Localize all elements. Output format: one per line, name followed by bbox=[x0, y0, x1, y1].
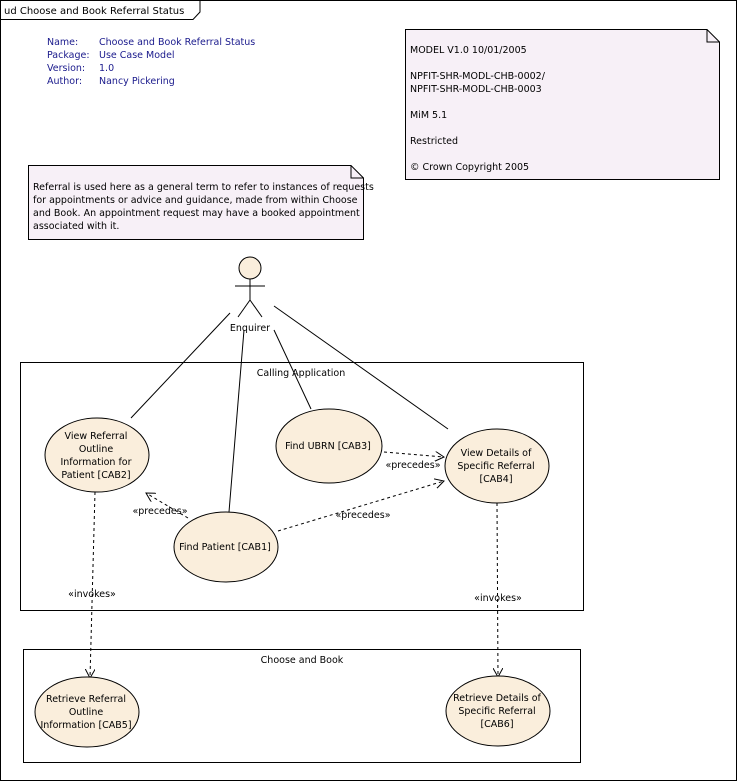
referral-note-line: for appointments or advice and guidance,… bbox=[33, 195, 358, 206]
stereotype-invokes-label: «invokes» bbox=[68, 589, 116, 600]
use-case-retrieve-referral-outline[interactable]: Retrieve Referral Outline Information [C… bbox=[34, 676, 140, 748]
use-case-label-line: Find Patient [CAB1] bbox=[179, 542, 271, 553]
model-note-line: MiM 5.1 bbox=[410, 110, 447, 121]
model-note-shape bbox=[405, 29, 720, 180]
stereotype-invokes-label: «invokes» bbox=[474, 593, 522, 604]
actor-leg-left bbox=[237, 299, 251, 318]
referral-note-line: associated with it. bbox=[33, 221, 119, 232]
use-case-ellipse bbox=[445, 675, 551, 747]
use-case-ellipse bbox=[275, 408, 383, 484]
meta-value-name: Choose and Book Referral Status bbox=[99, 37, 255, 48]
meta-value-author: Nancy Pickering bbox=[99, 76, 175, 87]
use-case-view-referral-outline[interactable]: View Referral Outline Information for Pa… bbox=[44, 417, 150, 493]
referral-note-line: Referral is used here as a general term … bbox=[33, 182, 374, 193]
precedes-find-patient-to-view-details bbox=[277, 481, 444, 532]
frame-title-tab bbox=[0, 0, 201, 20]
model-note-fold bbox=[706, 29, 720, 43]
meta-label-version: Version: bbox=[47, 63, 85, 74]
referral-note-line: and Book. An appointment request may hav… bbox=[33, 208, 360, 219]
precedes-find-patient-to-view-outline bbox=[146, 493, 189, 519]
actor-leg-right bbox=[249, 299, 263, 318]
stereotype-precedes-label: «precedes» bbox=[385, 460, 440, 471]
association-enquirer-view-details bbox=[273, 305, 449, 430]
metadata-block: Name: Package: Version: Author: Choose a… bbox=[47, 37, 255, 87]
use-case-ellipse bbox=[173, 511, 279, 583]
association-enquirer-view-outline bbox=[130, 312, 231, 419]
use-case-view-details-specific-referral[interactable]: View Details of Specific Referral [CAB4] bbox=[444, 428, 550, 504]
use-case-label-line: [CAB4] bbox=[479, 474, 512, 485]
model-note-line: MODEL V1.0 10/01/2005 bbox=[410, 45, 527, 56]
stereotype-precedes-label: «precedes» bbox=[335, 510, 390, 521]
use-case-label-line: Outline bbox=[79, 444, 114, 455]
actor-name: Enquirer bbox=[230, 323, 270, 334]
meta-label-package: Package: bbox=[47, 50, 90, 61]
actor-head bbox=[238, 256, 262, 280]
use-case-label-line: Information for bbox=[60, 457, 131, 468]
stereotype-precedes-label: «precedes» bbox=[132, 506, 187, 517]
use-case-label-line: Patient [CAB2] bbox=[61, 470, 130, 481]
model-note-line: © Crown Copyright 2005 bbox=[410, 162, 529, 173]
model-note: MODEL V1.0 10/01/2005 NPFIT-SHR-MODL-CHB… bbox=[405, 29, 720, 180]
invokes-view-details-to-retrieve-details bbox=[497, 502, 498, 677]
boundary-choose-and-book-label: Choose and Book bbox=[261, 655, 344, 666]
invokes-view-outline-to-retrieve-outline bbox=[90, 491, 96, 678]
frame-title: ud Choose and Book Referral Status bbox=[4, 6, 184, 17]
use-case-label-line: [CAB6] bbox=[480, 719, 513, 730]
use-case-label-line: Retrieve Details of bbox=[453, 693, 541, 704]
referral-note-fold bbox=[350, 165, 364, 179]
meta-label-author: Author: bbox=[47, 76, 82, 87]
meta-label-name: Name: bbox=[47, 37, 78, 48]
use-case-ellipse bbox=[444, 428, 550, 504]
use-case-ellipse bbox=[44, 417, 150, 493]
model-note-line: NPFIT-SHR-MODL-CHB-0003 bbox=[410, 84, 542, 95]
model-note-line: Restricted bbox=[410, 136, 458, 147]
use-case-label-line: View Referral bbox=[65, 431, 128, 442]
use-case-find-patient[interactable]: Find Patient [CAB1] bbox=[173, 511, 279, 583]
use-case-find-ubrn[interactable]: Find UBRN [CAB3] bbox=[275, 408, 383, 484]
use-case-label-line: Find UBRN [CAB3] bbox=[285, 441, 371, 452]
model-note-line: NPFIT-SHR-MODL-CHB-0002/ bbox=[410, 71, 546, 82]
use-case-label-line: View Details of bbox=[461, 448, 532, 459]
actor-enquirer[interactable]: Enquirer bbox=[230, 256, 270, 334]
boundary-calling-application bbox=[20, 362, 584, 611]
boundary-calling-application-label: Calling Application bbox=[257, 368, 346, 379]
precedes-find-ubrn-to-view-details bbox=[383, 452, 444, 457]
association-enquirer-find-ubrn bbox=[273, 329, 312, 410]
use-case-ellipse bbox=[34, 676, 140, 748]
use-case-label-line: Retrieve Referral bbox=[46, 694, 126, 705]
boundary-choose-and-book bbox=[23, 649, 581, 763]
meta-value-package: Use Case Model bbox=[99, 50, 175, 61]
referral-note-shape bbox=[28, 165, 364, 240]
use-case-label-line: Specific Referral bbox=[457, 461, 534, 472]
use-case-label-line: Information [CAB5] bbox=[40, 720, 131, 731]
referral-note: Referral is used here as a general term … bbox=[28, 165, 374, 240]
use-case-label-line: Outline bbox=[69, 707, 104, 718]
meta-value-version: 1.0 bbox=[99, 63, 114, 74]
use-case-retrieve-details-specific-referral[interactable]: Retrieve Details of Specific Referral [C… bbox=[445, 675, 551, 747]
association-enquirer-find-patient bbox=[228, 329, 245, 513]
use-case-label-line: Specific Referral bbox=[458, 706, 535, 717]
